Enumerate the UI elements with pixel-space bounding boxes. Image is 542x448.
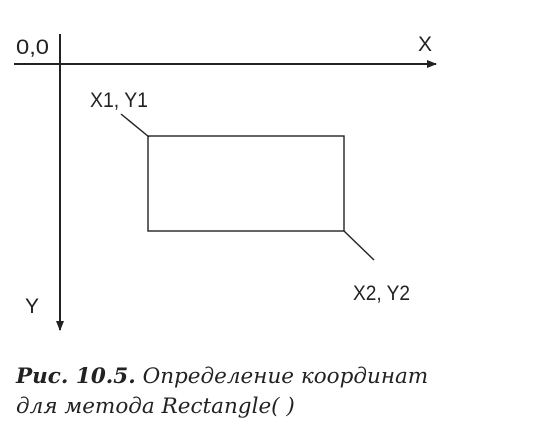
y-axis-label: Y: [25, 295, 39, 318]
corner1-label: X1, Y1: [90, 89, 148, 112]
corner2-leader-line: [343, 230, 375, 261]
corner1-leader-line: [120, 113, 150, 138]
caption-text-1: Определение координат: [142, 364, 429, 389]
figure-caption: Рис. 10.5. Определение координат для мет…: [16, 362, 516, 422]
caption-figure-number: Рис. 10.5.: [16, 364, 136, 389]
corner2-label: X2, Y2: [353, 282, 410, 305]
origin-label: 0,0: [16, 36, 49, 59]
rectangle-shape: [147, 135, 345, 232]
x-axis-label: X: [418, 33, 432, 56]
caption-line-2: для метода Rectangle( ): [16, 394, 295, 419]
caption-line-1: Рис. 10.5. Определение координат: [16, 362, 516, 392]
